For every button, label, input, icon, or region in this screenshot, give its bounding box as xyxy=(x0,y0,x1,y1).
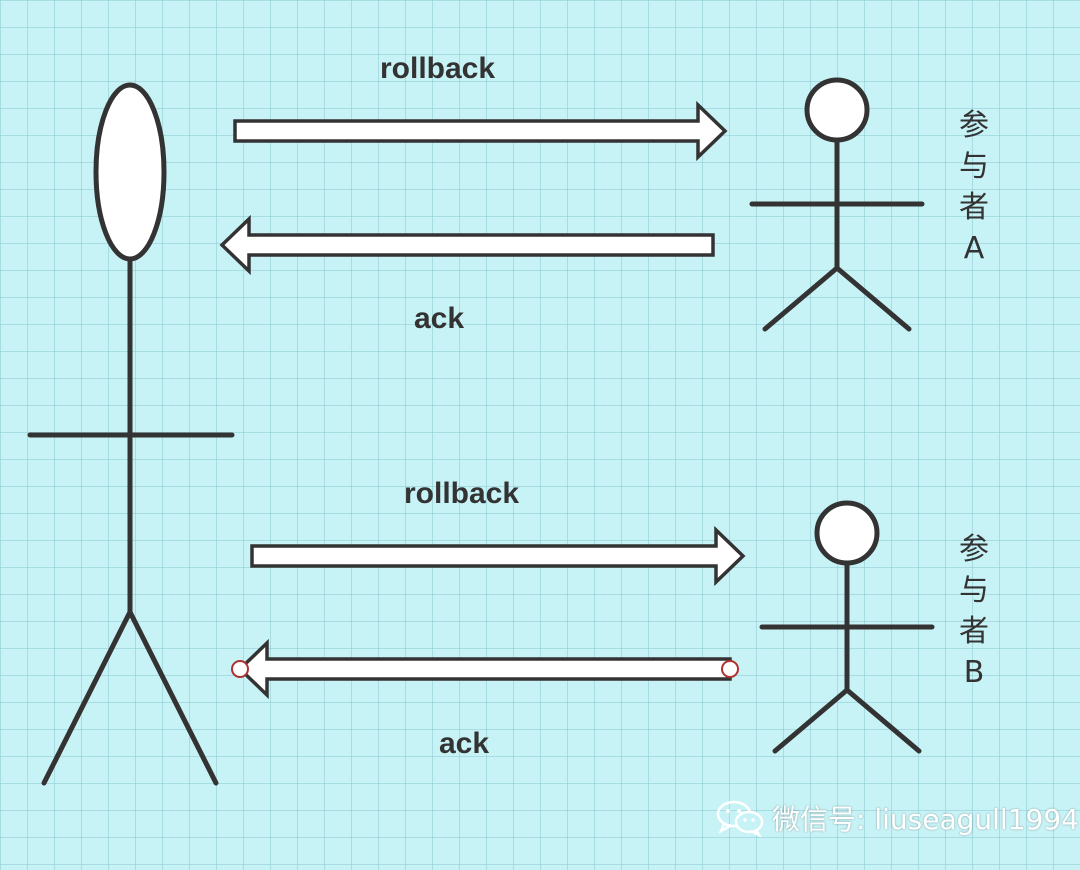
participant-a-right-leg xyxy=(834,265,912,332)
selection-handle-right[interactable] xyxy=(721,660,739,678)
participant-b-figure xyxy=(759,500,935,754)
watermark: 微信号: liuseagull1994 xyxy=(716,796,1079,840)
coordinator-right-leg xyxy=(127,609,219,786)
watermark-text: 微信号: liuseagull1994 xyxy=(772,803,1079,836)
wechat-icon xyxy=(716,800,764,837)
coordinator-figure xyxy=(27,82,235,786)
participant-a-figure xyxy=(749,77,925,332)
participant-a-label-char: 参 xyxy=(959,108,989,143)
participant-b-label-char: 参 xyxy=(959,532,989,567)
participant-a-left-leg xyxy=(762,265,840,332)
participant-b-label-char: B xyxy=(963,655,985,690)
ack-label-a: ack xyxy=(414,302,465,335)
participant-a-label-char: A xyxy=(963,231,985,266)
rollback-label-a: rollback xyxy=(380,52,496,85)
participant-a-label: 参 与 者 A xyxy=(954,105,994,269)
rollback-arrow-to-a xyxy=(233,100,728,162)
ack-arrow-from-a xyxy=(219,214,715,276)
participant-b-right-leg xyxy=(844,687,922,754)
selection-handle-left[interactable] xyxy=(231,660,249,678)
participant-b-left-leg xyxy=(772,687,850,754)
coordinator-head xyxy=(93,82,167,262)
ack-label-b: ack xyxy=(439,727,490,760)
participant-b-head xyxy=(814,500,880,566)
rollback-label-b: rollback xyxy=(404,477,520,510)
participant-a-label-char: 与 xyxy=(959,149,989,184)
participant-b-label-char: 者 xyxy=(959,614,989,649)
coordinator-left-leg xyxy=(41,609,133,786)
rollback-arrow-to-b xyxy=(250,525,746,587)
ack-arrow-from-b xyxy=(237,638,732,700)
participant-b-label-char: 与 xyxy=(959,573,989,608)
participant-b-label: 参 与 者 B xyxy=(954,529,994,693)
participant-a-head xyxy=(804,77,870,143)
participant-a-label-char: 者 xyxy=(959,190,989,225)
